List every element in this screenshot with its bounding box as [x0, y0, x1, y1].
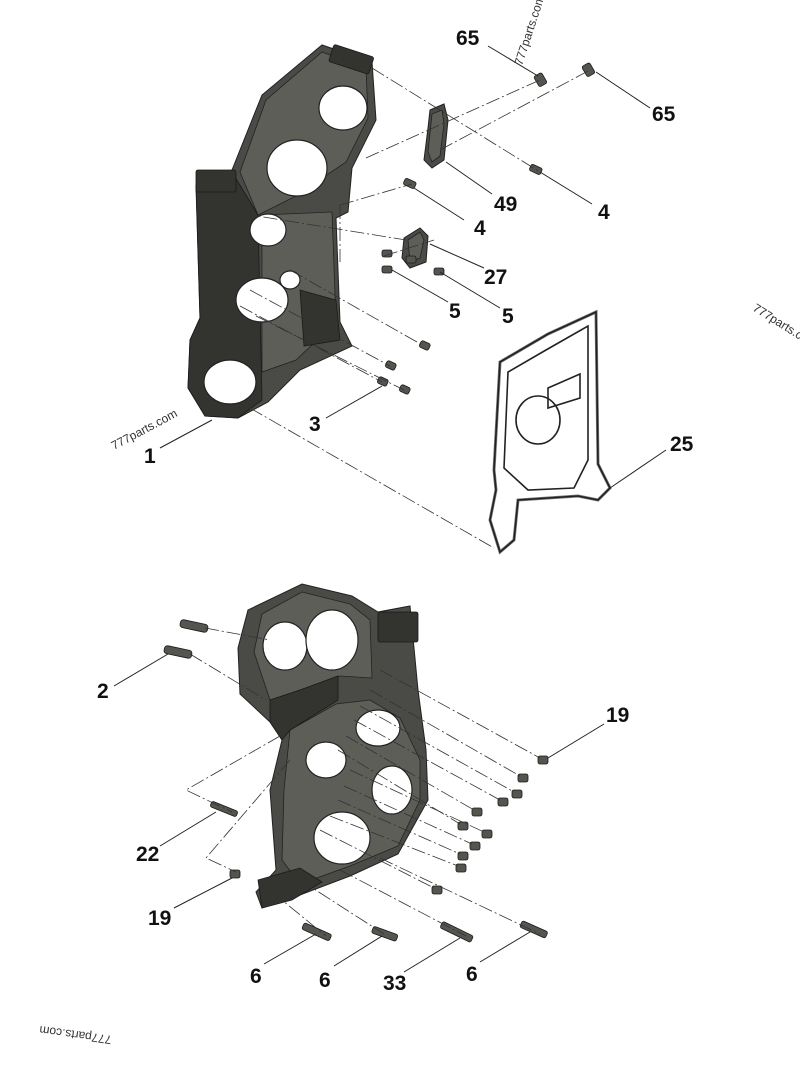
- callout-49: 49: [494, 193, 517, 216]
- bracket-part-49: [423, 103, 449, 169]
- callout-25: 25: [670, 433, 694, 456]
- watermarks: 777parts.com 777parts.com 777parts.com 7…: [38, 0, 800, 1047]
- explode-lines-bottom: [185, 627, 541, 937]
- callout-5-left: 5: [449, 300, 461, 323]
- gasket-part-25: [488, 309, 612, 555]
- callout-65-right: 65: [652, 103, 676, 126]
- leader-lines: [113, 45, 667, 973]
- watermark-right: 777parts.com: [750, 301, 800, 351]
- callout-6-middle: 6: [319, 969, 331, 992]
- explode-lines-top: [219, 67, 591, 549]
- housing-part-1: [187, 44, 377, 419]
- bolt-set-top: [377, 62, 595, 395]
- callout-19-left: 19: [148, 907, 171, 930]
- callout-2: 2: [97, 680, 109, 703]
- callout-5-right: 5: [502, 305, 514, 328]
- callout-27: 27: [484, 266, 507, 289]
- callout-4-right: 4: [598, 201, 610, 224]
- callout-19-right: 19: [606, 704, 629, 727]
- callout-22: 22: [136, 843, 159, 866]
- callout-6-left: 6: [250, 965, 262, 988]
- callout-1: 1: [144, 445, 156, 468]
- watermark-top: 777parts.com: [512, 0, 548, 67]
- callout-33: 33: [383, 972, 406, 995]
- callout-6-right: 6: [466, 963, 478, 986]
- dowel-pins-part-2: [163, 619, 209, 659]
- housing-part-bottom: [237, 583, 429, 909]
- watermark-bottom: 777parts.com: [38, 1023, 112, 1047]
- callout-labels: 65 65 49 4 4 27 5 5 25 3 1 2 19 22 19 6 …: [97, 27, 694, 995]
- callout-3: 3: [309, 413, 321, 436]
- callout-65-top: 65: [456, 27, 480, 50]
- callout-4-left: 4: [474, 217, 486, 240]
